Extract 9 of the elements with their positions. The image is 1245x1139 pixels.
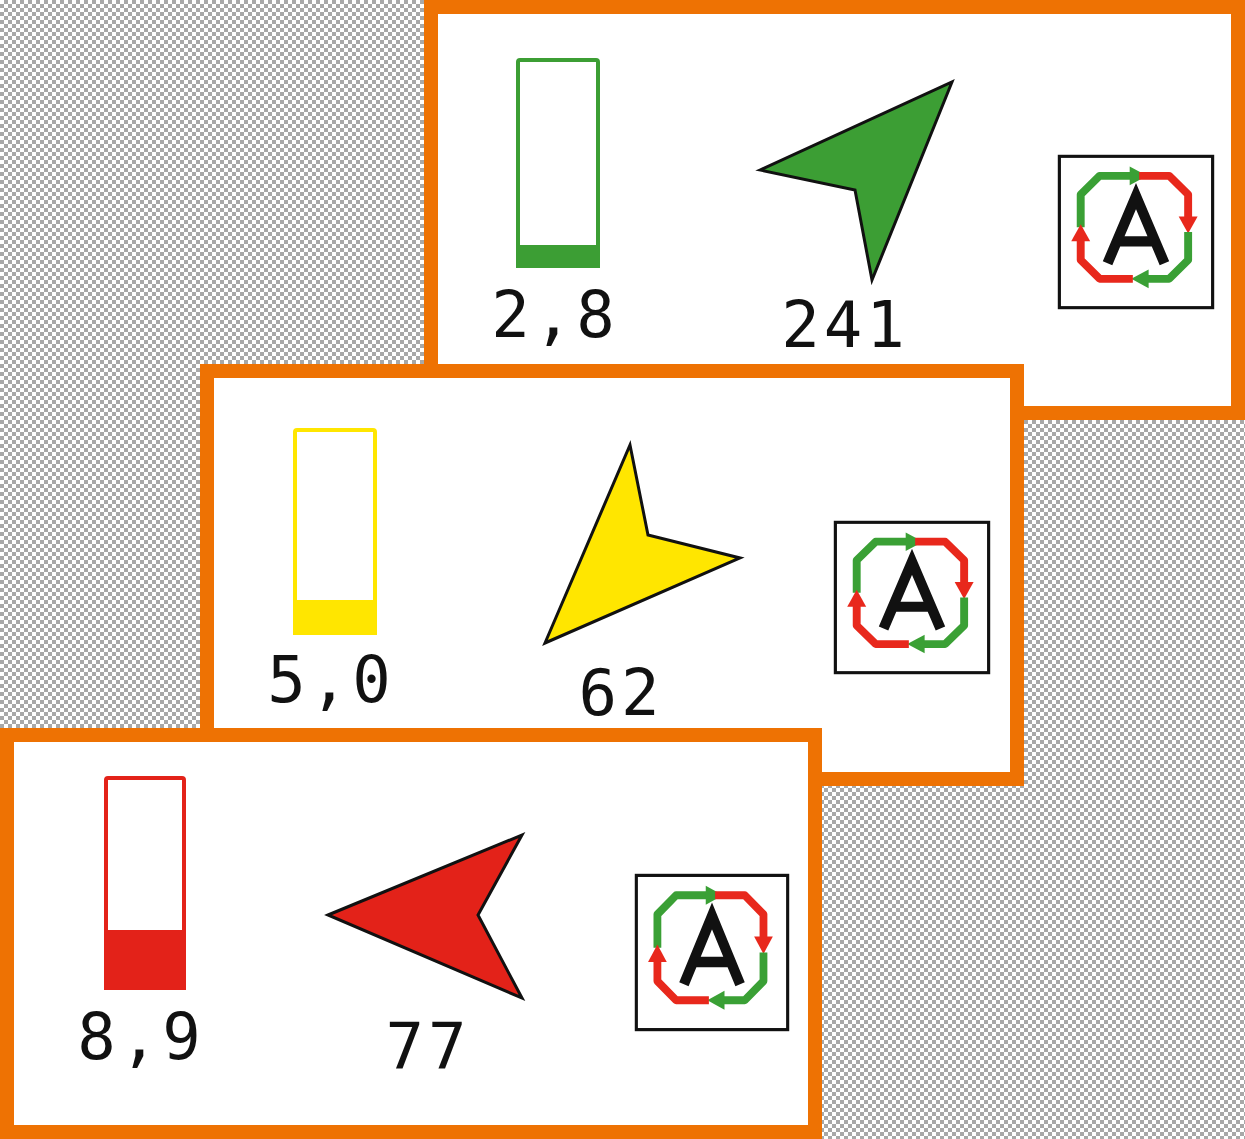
arrow-reading: 241 bbox=[781, 293, 909, 357]
display-card bbox=[424, 0, 1245, 420]
display-card bbox=[0, 728, 822, 1139]
arrow-reading: 77 bbox=[385, 1015, 471, 1079]
gauge-reading: 8,9 bbox=[77, 1005, 205, 1069]
display-card bbox=[200, 364, 1024, 786]
gauge-reading: 5,0 bbox=[267, 648, 395, 712]
gauge-reading: 2,8 bbox=[491, 283, 619, 347]
arrow-reading: 62 bbox=[578, 661, 664, 725]
